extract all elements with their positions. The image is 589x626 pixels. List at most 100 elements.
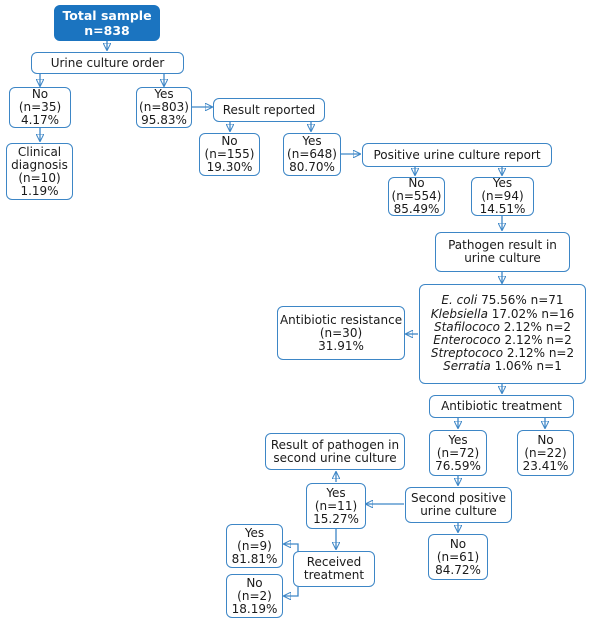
no-result-answer: No [221,134,238,148]
yes-treatment-node: Yes (n=72) 76.59% [429,430,487,476]
second-pathogen-result-node: Result of pathogen in second urine cultu… [265,433,405,470]
clinical-diagnosis-node: Clinical diagnosis (n=10) 1.19% [6,143,73,200]
yes-treatment-count: (n=72) [436,445,480,460]
pathogen-name: Enterococo [433,333,501,347]
yes-second-percent: 15.27% [313,511,359,526]
yes-received-count: (n=9) [237,538,272,553]
yes-result-percent: 80.70% [289,160,335,174]
total-sample-count: n=838 [84,23,130,38]
pathogen-value: 2.12% n=2 [500,333,572,347]
pathogen-value: 17.02% n=16 [487,306,575,321]
antibiotic-resistance-label: Antibiotic resistance [279,312,403,327]
yes-order-answer: Yes [154,87,174,101]
second-pathogen-result-label-1: Result of pathogen in [270,437,400,452]
clinical-diagnosis-label-1: Clinical [17,144,62,159]
no-treatment-answer: No [537,432,554,447]
antibiotic-treatment-label: Antibiotic treatment [441,399,562,413]
yes-second-answer: Yes [326,485,346,500]
pathogen-value: 2.12% n=2 [499,319,572,334]
yes-order-percent: 95.83% [141,113,187,127]
pathogen-name: Klebsiella [430,306,488,321]
antibiotic-resistance-count: (n=30) [319,325,363,340]
no-order-node: No (n=35) 4.17% [9,87,71,128]
yes-treatment-percent: 76.59% [435,458,481,473]
no-positive-answer: No [408,176,425,190]
positive-report-label: Positive urine culture report [373,147,541,162]
pathogen-name: Serratia [443,359,491,374]
pathogen-row: E. coli 75.56% n=71 [441,294,563,307]
second-pathogen-result-label-2: second urine culture [273,450,397,465]
no-treatment-percent: 23.41% [522,458,569,473]
yes-positive-count: (n=94) [481,189,524,203]
yes-second-node: Yes (n=11) 15.27% [306,483,366,529]
no-positive-node: No (n=554) 85.49% [388,177,445,216]
pathogen-list-node: E. coli 75.56% n=71 Klebsiella 17.02% n=… [419,284,586,384]
pathogen-name: Stafilococo [433,319,500,334]
clinical-diagnosis-label-2: diagnosis [11,157,68,172]
received-treatment-label-1: Received [306,555,362,569]
pathogen-row: Serratia 1.06% n=1 [443,360,562,373]
yes-result-node: Yes (n=648) 80.70% [283,133,341,176]
yes-received-percent: 81.81% [231,551,278,566]
no-second-percent: 84.72% [435,562,481,577]
pathogen-result-node: Pathogen result in urine culture [435,232,570,272]
pathogen-value: 75.56% n=71 [477,293,564,308]
no-order-percent: 4.17% [20,113,60,127]
pathogen-value: 1.06% n=1 [490,359,562,374]
pathogen-row: Klebsiella 17.02% n=16 [430,306,575,321]
yes-order-count: (n=803) [139,100,189,114]
antibiotic-treatment-node: Antibiotic treatment [429,395,574,418]
pathogen-name: Streptococo [430,346,504,361]
no-positive-percent: 85.49% [393,202,440,216]
yes-second-count: (n=11) [314,498,358,513]
positive-report-node: Positive urine culture report [362,143,552,167]
result-reported-node: Result reported [213,98,325,122]
second-positive-label-1: Second positive [410,491,507,505]
yes-treatment-answer: Yes [448,432,468,447]
yes-result-count: (n=648) [287,147,337,161]
pathogen-result-label-1: Pathogen result in [448,238,557,252]
urine-culture-order-label: Urine culture order [50,55,165,70]
result-reported-label: Result reported [222,102,316,117]
pathogen-result-label-2: urine culture [464,251,541,265]
no-result-percent: 19.30% [206,160,253,174]
yes-received-node: Yes (n=9) 81.81% [226,524,283,568]
no-positive-count: (n=554) [391,189,442,203]
total-sample-label: Total sample [62,8,152,23]
pathogen-row: Enterococo 2.12% n=2 [433,333,572,347]
yes-result-answer: Yes [302,134,322,148]
urine-culture-order-node: Urine culture order [31,52,184,74]
no-order-count: (n=35) [18,100,62,114]
no-result-count: (n=155) [204,147,255,161]
received-treatment-node: Received treatment [293,551,375,587]
antibiotic-resistance-node: Antibiotic resistance (n=30) 31.91% [277,306,405,360]
yes-positive-node: Yes (n=94) 14.51% [471,177,534,216]
no-treatment-node: No (n=22) 23.41% [517,430,574,476]
no-second-answer: No [449,536,467,551]
no-order-answer: No [31,87,49,101]
no-treatment-count: (n=22) [524,445,567,460]
total-sample-node: Total sample n=838 [54,5,160,41]
no-received-node: No (n=2) 18.19% [226,574,283,618]
yes-order-node: Yes (n=803) 95.83% [136,87,192,128]
no-second-node: No (n=61) 84.72% [428,534,488,580]
yes-received-answer: Yes [244,525,265,540]
pathogen-value: 2.12% n=2 [503,346,575,361]
yes-positive-percent: 14.51% [479,202,526,216]
second-positive-node: Second positive urine culture [405,487,512,523]
connector-received-no [284,587,299,596]
clinical-diagnosis-count: (n=10) [18,170,61,185]
clinical-diagnosis-percent: 1.19% [20,183,59,198]
no-result-node: No (n=155) 19.30% [199,133,260,176]
no-second-count: (n=61) [436,549,480,564]
antibiotic-resistance-percent: 31.91% [318,338,364,353]
received-treatment-label-2: treatment [303,568,365,582]
yes-positive-answer: Yes [492,176,513,190]
pathogen-row: Streptococo 2.12% n=2 [431,347,574,360]
pathogen-row: Stafilococo 2.12% n=2 [433,319,572,334]
no-received-percent: 18.19% [231,601,278,616]
no-received-count: (n=2) [237,588,272,603]
pathogen-name: E. coli [441,293,478,308]
second-positive-label-2: urine culture [420,504,497,518]
no-received-answer: No [246,575,263,590]
